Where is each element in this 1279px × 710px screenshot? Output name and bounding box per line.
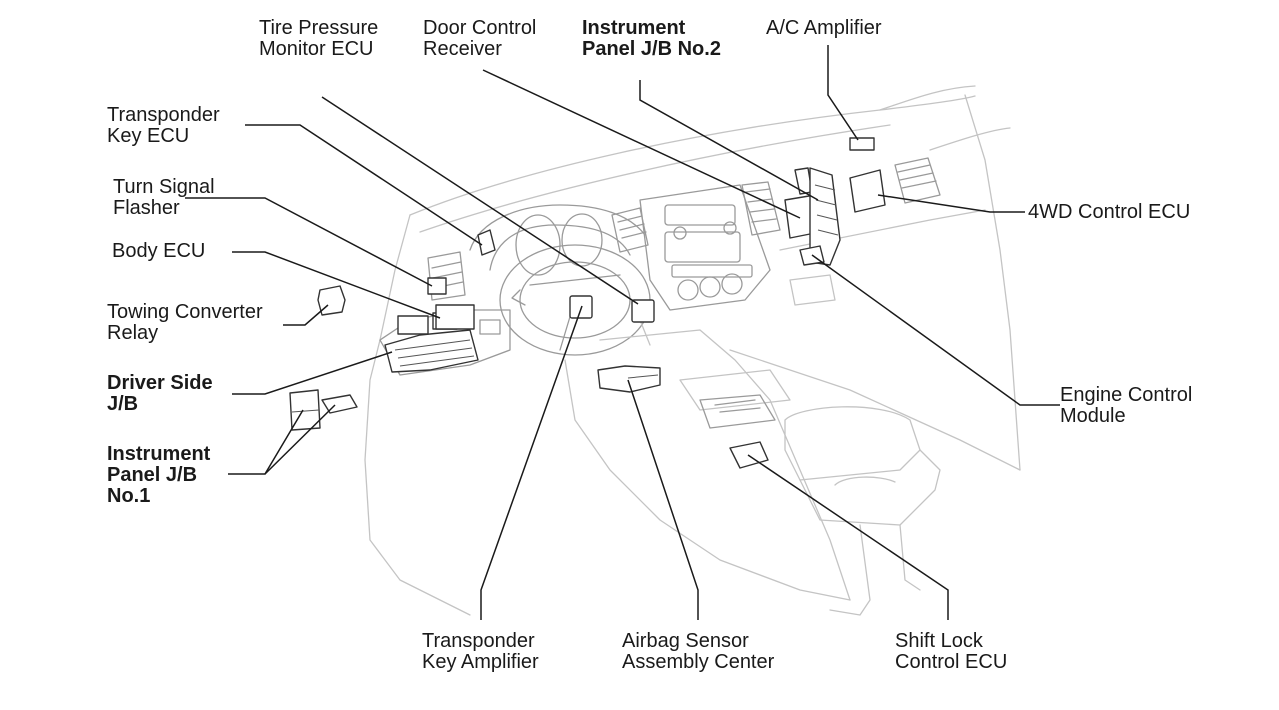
label-engine-control-module: Engine Control Module: [1060, 384, 1193, 427]
label-ac-amplifier: A/C Amplifier: [766, 17, 882, 39]
leader-ac-amplifier: [827, 45, 859, 141]
leader-tire-pressure: [321, 96, 639, 305]
leader-towing: [283, 304, 329, 326]
leader-transponder-amp: [480, 305, 583, 620]
leader-ecm: [811, 254, 1060, 406]
leader-body-ecu: [232, 251, 441, 319]
label-instrument-panel-jb-no1: Instrument Panel J/B No.1: [107, 443, 211, 507]
leader-driver-jb: [232, 351, 393, 395]
label-tire-pressure-monitor-ecu: Tire Pressure Monitor ECU: [259, 17, 379, 60]
leader-ipjb2: [639, 80, 819, 201]
leader-door-control: [482, 69, 801, 219]
leader-airbag: [627, 379, 699, 620]
leader-shift-lock: [747, 454, 949, 620]
leader-transponder-ecu: [245, 124, 483, 246]
label-instrument-panel-jb-no2: Instrument Panel J/B No.2: [582, 17, 721, 60]
leader-4wd: [877, 194, 1025, 213]
label-transponder-key-amplifier: Transponder Key Amplifier: [422, 630, 539, 673]
leader-ipjb1-b: [264, 404, 336, 475]
leader-lines: [185, 45, 1060, 620]
label-body-ecu: Body ECU: [112, 240, 206, 262]
label-transponder-key-ecu: Transponder Key ECU: [107, 104, 220, 147]
label-airbag-sensor-assembly-center: Airbag Sensor Assembly Center: [622, 630, 775, 673]
label-4wd-control-ecu: 4WD Control ECU: [1028, 201, 1191, 223]
label-shift-lock-control-ecu: Shift Lock Control ECU: [895, 630, 1008, 673]
label-towing-converter-relay: Towing Converter Relay: [107, 301, 263, 344]
leader-turn-signal: [185, 197, 433, 287]
label-driver-side-jb: Driver Side J/B: [107, 372, 213, 415]
label-turn-signal-flasher: Turn Signal Flasher: [113, 176, 215, 219]
label-door-control-receiver: Door Control Receiver: [423, 17, 537, 60]
